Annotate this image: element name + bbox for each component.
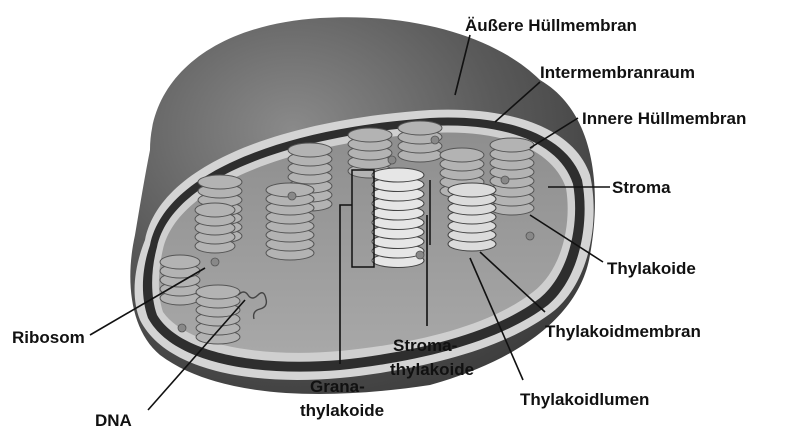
thylakoid-disc: [448, 183, 496, 197]
label-grana-thylakoid-1: Grana-: [310, 377, 365, 396]
thylakoid-disc: [195, 203, 235, 217]
thylakoid-disc: [490, 138, 534, 152]
label-thylakoid-membrane: Thylakoidmembran: [545, 322, 701, 341]
thylakoid-disc: [398, 121, 442, 135]
label-thylakoids: Thylakoide: [607, 259, 696, 278]
thylakoid-disc: [440, 148, 484, 162]
thylakoid-disc: [196, 285, 240, 299]
label-dna: DNA: [95, 411, 132, 426]
thylakoid-disc: [198, 175, 242, 189]
label-thylakoid-lumen: Thylakoidlumen: [520, 390, 649, 409]
label-stroma: Stroma: [612, 178, 671, 197]
thylakoid-disc: [160, 255, 200, 269]
label-inner-membrane: Innere Hüllmembran: [582, 109, 746, 128]
thylakoid-disc: [348, 128, 392, 142]
label-grana-thylakoid-2: thylakoide: [300, 401, 384, 420]
label-intermembrane-space: Intermembranraum: [540, 63, 695, 82]
thylakoid-disc: [372, 168, 424, 182]
thylakoid-disc: [288, 143, 332, 157]
label-stroma-thylakoid-1: Stroma-: [393, 336, 457, 355]
label-outer-membrane: Äußere Hüllmembran: [465, 16, 637, 35]
label-stroma-thylakoid-2: thylakoide: [390, 360, 474, 379]
label-ribosome: Ribosom: [12, 328, 85, 347]
